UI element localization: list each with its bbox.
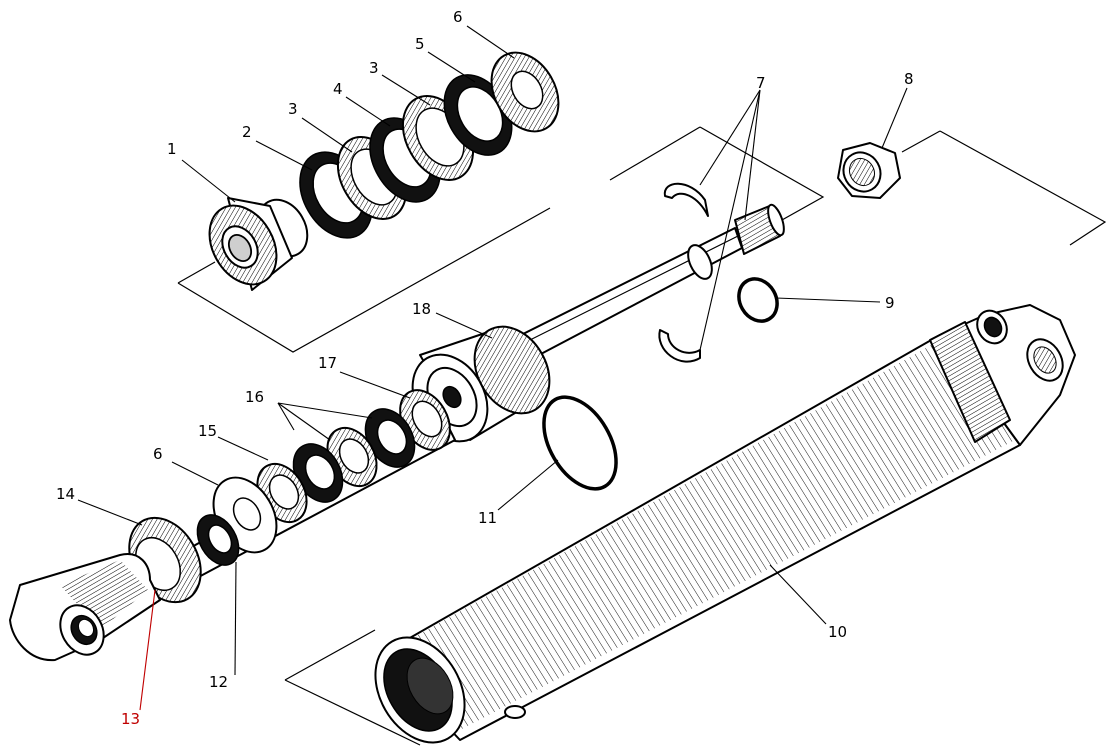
lower-assembly-frame: [284, 130, 1107, 746]
gland-nut-part-1: [208, 197, 309, 291]
seal-ring-part-3a: [336, 136, 408, 220]
seal-part-16-a: [364, 408, 416, 468]
label-18: 18: [412, 300, 431, 318]
label-16: 16: [245, 388, 264, 406]
label-17: 17: [318, 354, 337, 372]
label-11: 11: [478, 509, 497, 527]
label-10: 10: [828, 623, 847, 641]
label-15: 15: [198, 422, 217, 440]
label-6b: 6: [153, 445, 163, 463]
seal-part-12: [196, 514, 240, 566]
label-3b: 3: [369, 59, 379, 77]
label-3a: 3: [288, 100, 298, 118]
label-12: 12: [209, 673, 228, 691]
callout-labels: 1 2 3 4 3 5 6 7 8 9 18 17 16 15 6 14 11 …: [56, 8, 914, 728]
label-5: 5: [415, 35, 425, 53]
label-8: 8: [904, 70, 914, 88]
half-ring-part-7-upper: [663, 182, 709, 217]
piston-rod: [504, 203, 785, 366]
rod-eye-part-13: [9, 553, 161, 662]
label-14: 14: [56, 485, 75, 503]
washer-part-6-upper: [490, 51, 560, 133]
label-6a: 6: [453, 8, 463, 26]
label-4: 4: [333, 80, 343, 98]
cylinder-barrel-part-10: [374, 304, 1076, 744]
label-13: 13: [121, 710, 140, 728]
seal-part-16-c: [292, 443, 344, 503]
label-7: 7: [756, 74, 766, 92]
leader-lines: [77, 25, 908, 711]
label-2: 2: [242, 123, 252, 141]
half-ring-part-7-lower: [658, 329, 701, 363]
label-9: 9: [885, 294, 895, 312]
o-ring-part-11: [542, 395, 618, 491]
nut-part-8: [837, 142, 901, 199]
o-ring-part-9: [737, 277, 779, 323]
label-1: 1: [167, 140, 177, 158]
